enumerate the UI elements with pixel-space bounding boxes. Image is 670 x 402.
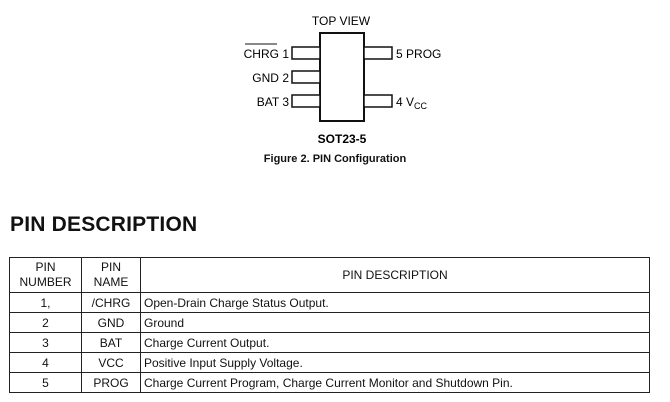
pin-1-name: CHRG (244, 47, 279, 61)
table-row: 4 VCC Positive Input Supply Voltage. (9, 352, 650, 373)
section-title: PIN DESCRIPTION (10, 213, 198, 236)
cell-pin-description: Charge Current Program, Charge Current M… (140, 372, 650, 393)
pin-4-name: V (406, 95, 414, 109)
pin-4-label: 4 VCC (396, 95, 428, 111)
pin-description-table: PIN NUMBER PIN NAME PIN DESCRIPTION 1, /… (9, 257, 650, 393)
pin-4-lead (363, 94, 393, 108)
cell-pin-name: /CHRG (81, 292, 141, 313)
cell-pin-description: Ground (140, 312, 650, 333)
cell-pin-name: GND (81, 312, 141, 333)
pin-configuration-diagram: TOP VIEW CHRG 1 GND 2 BAT 3 5 PROG 4 VCC… (244, 14, 442, 146)
cell-pin-description: Charge Current Output. (140, 332, 650, 353)
cell-pin-number: 5 (9, 372, 82, 393)
table-row: 5 PROG Charge Current Program, Charge Cu… (9, 372, 650, 393)
table-header-row: PIN NUMBER PIN NAME PIN DESCRIPTION (9, 257, 650, 293)
cell-pin-name: BAT (81, 332, 141, 353)
header-pin-number-line1: PIN (35, 260, 56, 274)
header-pin-name-line2: NAME (93, 275, 129, 289)
pin-1-label: CHRG 1 (244, 47, 290, 61)
pin-5-number: 5 (396, 47, 403, 61)
figure-caption: Figure 2. PIN Configuration (263, 153, 407, 165)
package-label: SOT23-5 (318, 132, 367, 146)
pin-5-name: PROG (406, 47, 441, 61)
pin-5-label: 5 PROG (396, 47, 441, 61)
pin-1-lead (291, 46, 321, 60)
cell-pin-description: Open-Drain Charge Status Output. (140, 292, 650, 313)
pin-5-lead (363, 46, 393, 60)
pin-2-label: GND 2 (252, 71, 289, 85)
header-pin-name-line1: PIN (100, 260, 121, 274)
cell-pin-name: VCC (81, 352, 141, 373)
pin-3-name: BAT (257, 95, 280, 109)
header-pin-name: PIN NAME (81, 257, 141, 293)
top-view-label: TOP VIEW (312, 14, 371, 28)
cell-pin-number: 1, (9, 292, 82, 313)
pin-2-name: GND (252, 71, 279, 85)
table-row: 3 BAT Charge Current Output. (9, 332, 650, 353)
pin-1-number: 1 (282, 47, 289, 61)
table-row: 2 GND Ground (9, 312, 650, 333)
pin-2-lead (291, 70, 321, 84)
pin-3-label: BAT 3 (257, 95, 290, 109)
pin-2-number: 2 (282, 71, 289, 85)
pin-4-number: 4 (396, 95, 403, 109)
pin-3-number: 3 (282, 95, 289, 109)
cell-pin-description: Positive Input Supply Voltage. (140, 352, 650, 373)
pin-4-subscript: CC (414, 101, 427, 111)
header-pin-number: PIN NUMBER (9, 257, 82, 293)
cell-pin-name: PROG (81, 372, 141, 393)
pin-3-lead (291, 94, 321, 108)
ic-package-body (319, 32, 365, 122)
cell-pin-number: 2 (9, 312, 82, 333)
cell-pin-number: 4 (9, 352, 82, 373)
table-row: 1, /CHRG Open-Drain Charge Status Output… (9, 292, 650, 313)
header-pin-description: PIN DESCRIPTION (140, 257, 650, 293)
header-pin-number-line2: NUMBER (19, 275, 72, 289)
cell-pin-number: 3 (9, 332, 82, 353)
